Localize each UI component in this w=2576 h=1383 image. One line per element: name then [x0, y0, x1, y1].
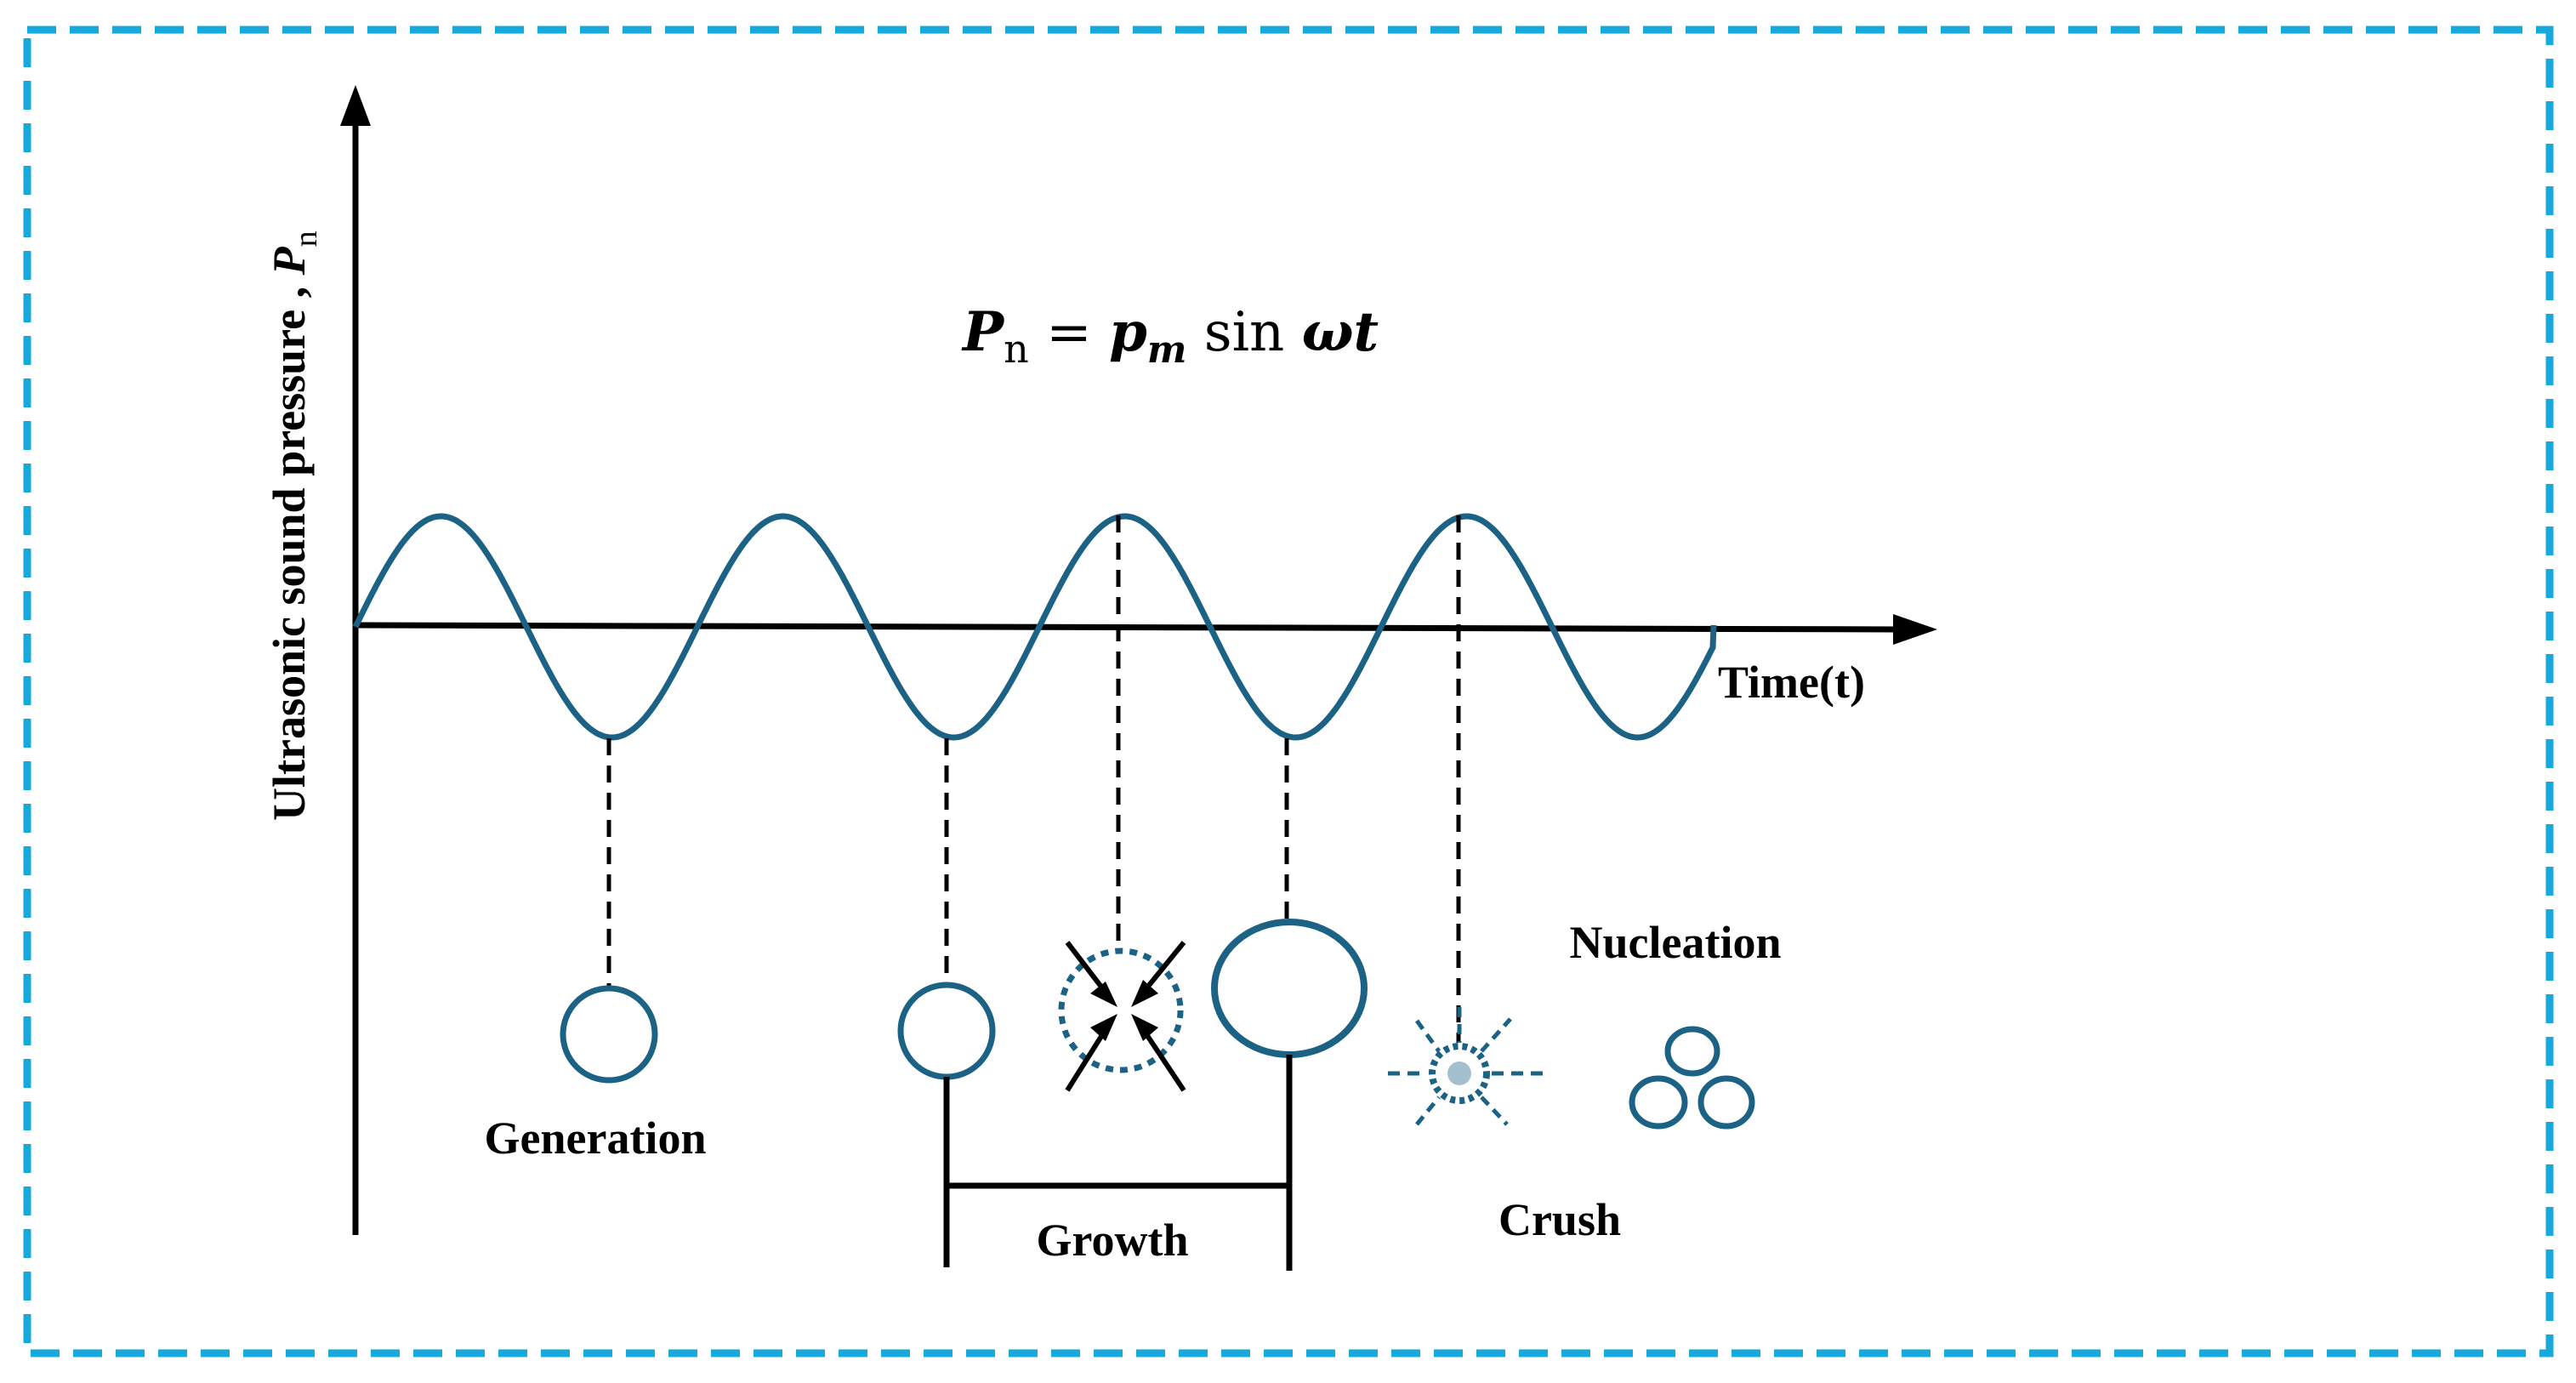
generation-label: Generation	[485, 1113, 707, 1164]
crush-label: Crush	[1498, 1194, 1621, 1245]
growth-label: Growth	[1036, 1215, 1188, 1266]
generation-bubble	[560, 985, 658, 1084]
bubble-cluster-icon	[1629, 1026, 1755, 1130]
y-axis-arrow-icon	[340, 85, 371, 126]
burst-icon	[1388, 1007, 1548, 1126]
equation: Pn = pm sin ωt	[961, 300, 1379, 372]
growth-bracket	[943, 1055, 1293, 1271]
implosion-bubble	[1058, 948, 1184, 1073]
nucleation-label: Nucleation	[1570, 917, 1782, 968]
drop-lines	[606, 515, 1461, 1043]
x-axis-label: Time(t)	[1718, 657, 1865, 708]
growth-large-bubble	[1211, 919, 1368, 1058]
growth-small-bubble	[897, 982, 996, 1080]
y-axis-label: Ultrasonic sound pressure , Pn	[264, 230, 324, 821]
sine-wave	[352, 513, 1717, 741]
x-axis-arrow-icon	[1893, 614, 1937, 645]
inward-arrows-icon	[1058, 941, 1186, 1092]
x-axis	[355, 622, 1897, 633]
dashed-frame	[23, 26, 2554, 1357]
